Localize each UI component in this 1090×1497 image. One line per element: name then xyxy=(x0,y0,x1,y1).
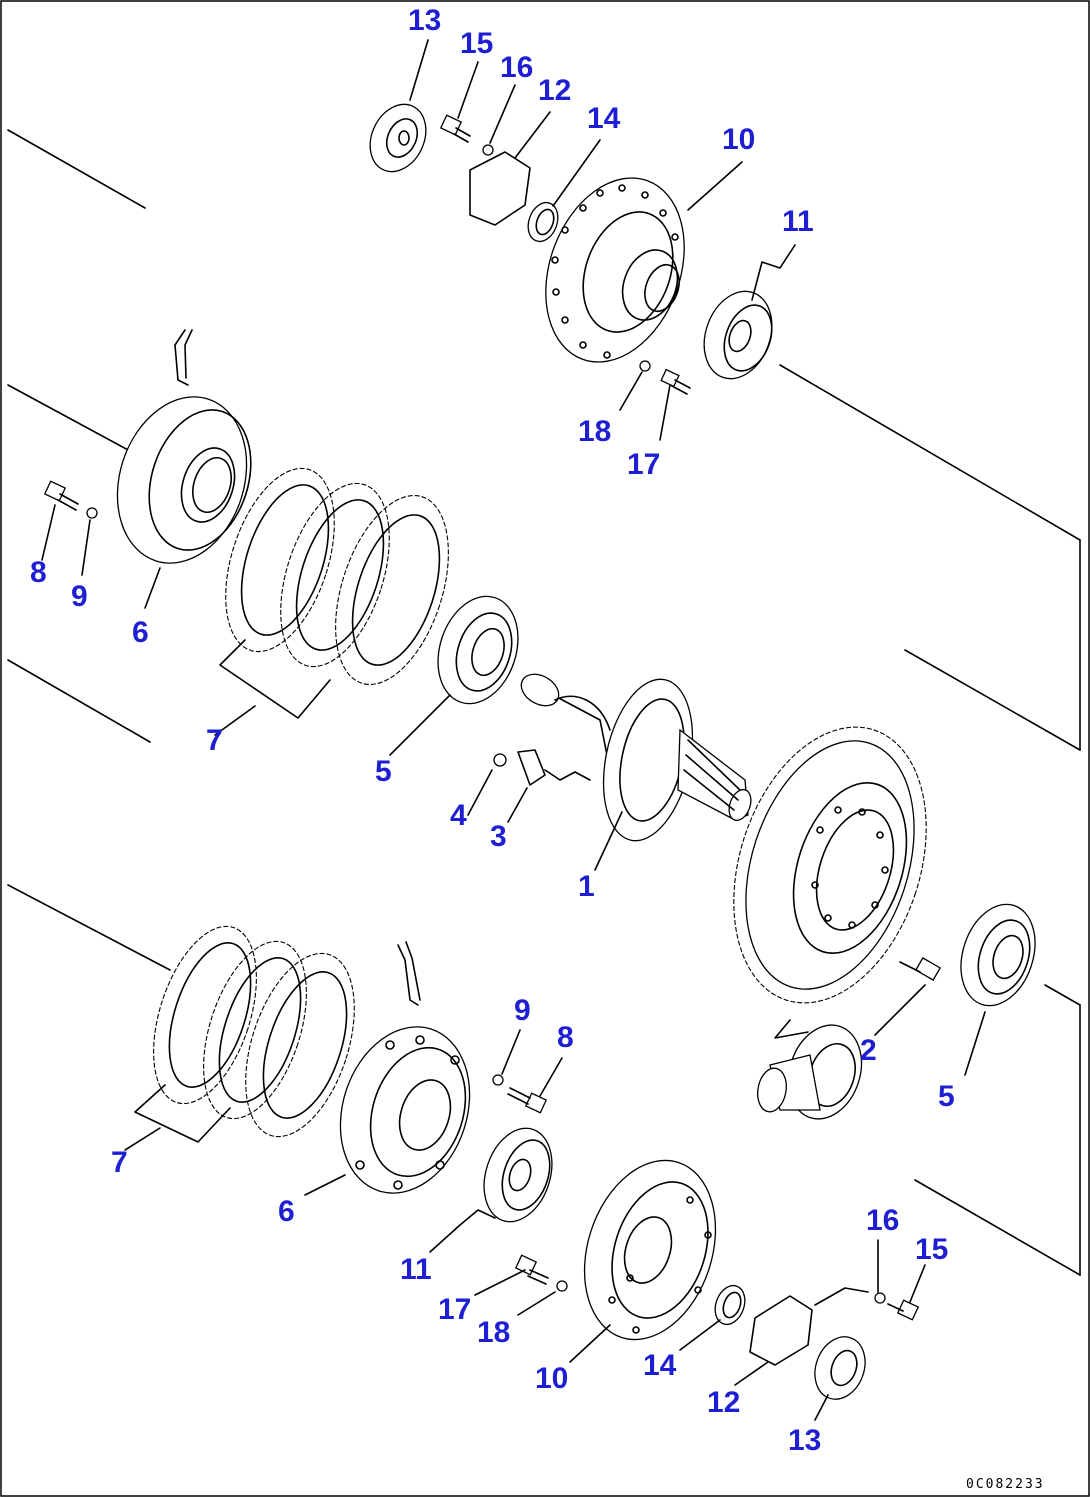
callout-11-upper: 11 xyxy=(782,205,814,238)
callout-12-lower: 12 xyxy=(707,1386,740,1419)
part-18-washer-upper xyxy=(639,360,651,372)
callout-5-lower: 5 xyxy=(938,1080,955,1113)
part-14-oring-upper xyxy=(527,201,559,243)
part-11-bearing-lower xyxy=(429,1127,553,1253)
part-13-cap-lower xyxy=(814,1336,866,1421)
callout-13-lower: 13 xyxy=(788,1424,821,1457)
callout-18-upper: 18 xyxy=(578,415,611,448)
part-5-bearing-upper xyxy=(389,595,519,756)
callout-13-upper: 13 xyxy=(408,4,441,37)
part-12-plate-upper xyxy=(469,151,531,226)
part-10-cage-lower xyxy=(569,1159,717,1363)
callout-2: 2 xyxy=(860,1034,877,1067)
callout-11-lower: 11 xyxy=(400,1253,432,1286)
callout-9-upper: 9 xyxy=(71,580,88,613)
part-6-housing-upper xyxy=(116,396,248,564)
part-11-bearing-upper xyxy=(703,290,773,380)
left-upper-housing xyxy=(41,329,252,609)
drawing-code: 0C082233 xyxy=(966,1477,1045,1492)
callout-16-upper: 16 xyxy=(500,51,533,84)
callout-16-lower: 16 xyxy=(866,1204,899,1237)
callout-12-upper: 12 xyxy=(538,74,571,107)
callout-18-lower: 18 xyxy=(477,1316,510,1349)
part-7-discs-lower xyxy=(124,925,355,1151)
pinion xyxy=(757,1019,863,1120)
part-15-bolt-upper xyxy=(439,114,471,143)
part-8-bolt-upper xyxy=(43,480,79,511)
part-3-4-small xyxy=(467,749,591,823)
ring-gear xyxy=(733,726,927,1004)
callout-15-upper: 15 xyxy=(460,27,493,60)
part-13-cap-upper xyxy=(369,103,427,173)
part-6-housing-lower xyxy=(304,941,471,1196)
callout-7-upper: 7 xyxy=(206,724,223,757)
callout-8-lower: 8 xyxy=(557,1021,574,1054)
callout-17-upper: 17 xyxy=(627,448,660,481)
callout-4: 4 xyxy=(450,799,467,832)
callout-14-upper: 14 xyxy=(587,102,621,135)
callout-7-lower: 7 xyxy=(111,1146,128,1179)
callout-6-upper: 6 xyxy=(132,616,149,649)
callout-15-lower: 15 xyxy=(915,1233,948,1266)
callout-10-upper: 10 xyxy=(722,123,755,156)
callout-5-upper: 5 xyxy=(375,755,392,788)
part-16-washer-upper xyxy=(482,144,494,156)
callout-14-lower: 14 xyxy=(643,1349,677,1382)
callout-17-lower: 17 xyxy=(438,1293,471,1326)
callout-3: 3 xyxy=(490,820,507,853)
callout-10-lower: 10 xyxy=(535,1362,568,1395)
part-17-bolt-upper xyxy=(660,368,691,395)
part-5-bearing-lower xyxy=(960,903,1036,1076)
part-9-washer-upper xyxy=(86,507,98,519)
part-8-9-lower xyxy=(492,1029,563,1114)
callout-9-lower: 9 xyxy=(514,994,531,1027)
part-17-18-lower xyxy=(474,1254,568,1316)
part-1-shaft xyxy=(520,673,752,871)
part-12-plate-lower xyxy=(734,1287,869,1386)
part-7-discs-upper xyxy=(214,467,449,736)
part-10-cage-upper xyxy=(545,177,685,363)
part-15-16-lower xyxy=(874,1239,926,1321)
callout-1: 1 xyxy=(578,870,595,903)
upper-assembly xyxy=(369,39,796,441)
part-14-oring-lower xyxy=(679,1284,746,1351)
callout-8-upper: 8 xyxy=(30,556,47,589)
part-2-bolt xyxy=(874,957,942,1036)
callout-6-lower: 6 xyxy=(278,1195,295,1228)
